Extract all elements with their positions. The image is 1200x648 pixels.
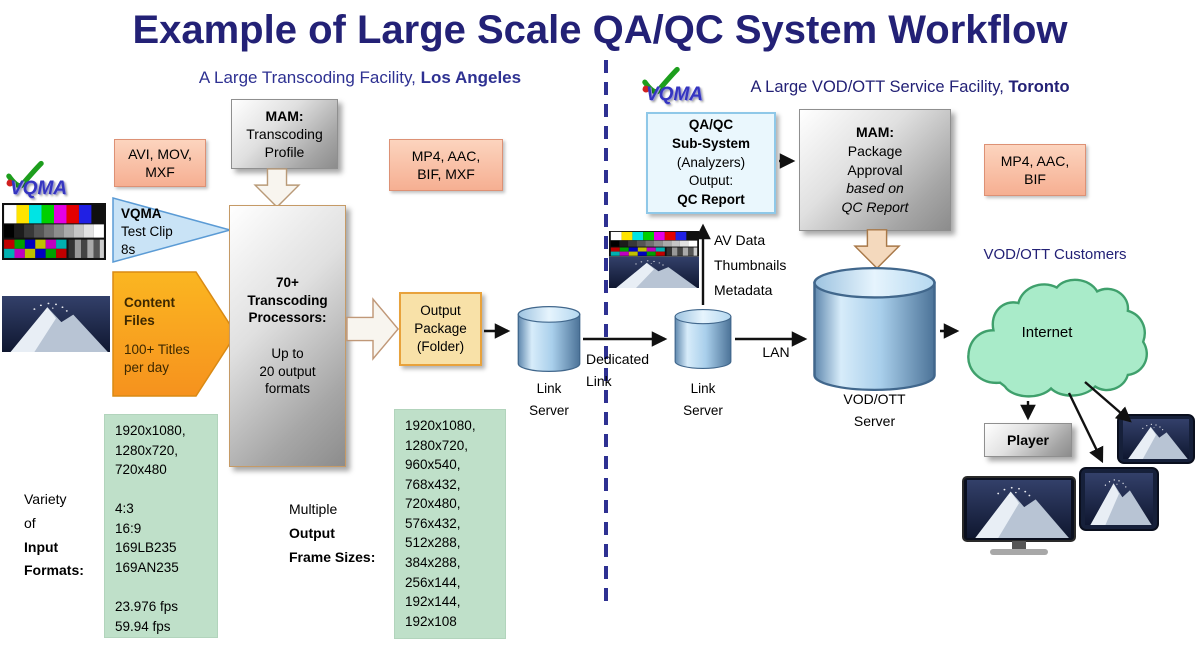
mam-toronto-line: Package — [847, 142, 903, 159]
mam-box-la: MAM: Transcoding Profile — [231, 99, 338, 169]
qaqc-subsystem-box: QA/QC Sub-System (Analyzers) Output: QC … — [646, 112, 776, 214]
caption-line: Frame Sizes: — [289, 548, 376, 565]
link-server-label-la: Link Server — [529, 381, 569, 418]
vqma-check-icon — [6, 160, 44, 189]
test-clip-line3: 8s — [121, 241, 136, 257]
transcoded-formats-box: MP4, AAC, BIF, MXF — [389, 139, 503, 191]
facility-divider — [604, 60, 608, 605]
tablet-device-2 — [1079, 467, 1159, 531]
output-sizes-box: 1920x1080, 1280x720, 960x540, 768x432, 7… — [394, 409, 506, 639]
mam-to-server-arrow — [853, 229, 901, 270]
link-server-cylinder-toronto — [674, 309, 732, 369]
mam-toronto-title: MAM: — [855, 123, 895, 140]
internet-cloud — [967, 278, 1148, 398]
content-files-title: Content Files — [124, 295, 175, 328]
qc-thumbnail-image — [609, 231, 699, 288]
content-files-body: 100+ Titles per day — [124, 342, 190, 375]
test-clip-line2: Test Clip — [121, 223, 173, 239]
caption-line: Formats: — [24, 562, 84, 579]
vqma-logo-text: VQMA — [646, 84, 703, 105]
vod-server-cylinder — [813, 267, 936, 391]
test-clip-name: VQMA — [121, 206, 162, 221]
dedicated-link-label: Dedicated Link — [586, 351, 650, 390]
caption-line: Multiple — [289, 501, 338, 517]
mam-box-toronto: MAM: Package Approval based on QC Report — [799, 109, 951, 231]
mam-toronto-line: based on — [846, 180, 904, 197]
player-box: Player — [984, 423, 1072, 457]
la-facility-subtitle: A Large Transcoding Facility, Los Angele… — [150, 68, 570, 88]
qaqc-line: QC Report — [677, 192, 745, 208]
caption-line: of — [24, 514, 36, 531]
qaqc-line: Output: — [688, 173, 734, 189]
vod-server-label: VOD/OTT Server — [843, 391, 906, 430]
page-title: Example of Large Scale QA/QC System Work… — [132, 8, 1068, 52]
delivery-formats-box: MP4, AAC, BIF — [984, 144, 1086, 196]
processors-heading: 70+ Transcoding Processors: — [247, 275, 328, 326]
toronto-facility-subtitle: A Large VOD/OTT Service Facility, Toront… — [720, 78, 1100, 97]
av-data-label: AV Data Thumbnails Metadata — [714, 232, 787, 299]
vod-customers-label: VOD/OTT Customers — [983, 246, 1127, 263]
caption-line: Output — [289, 524, 335, 541]
toronto-subtitle-text: A Large VOD/OTT Service Facility, — [750, 78, 1009, 96]
output-package-box: Output Package (Folder) — [399, 292, 482, 366]
mam-toronto-line: QC Report — [841, 199, 909, 216]
output-sizes-caption: Multiple Output Frame Sizes: — [289, 498, 393, 569]
link-server-label-toronto: Link Server — [683, 381, 723, 418]
vqma-check-icon — [642, 66, 680, 95]
input-formats-caption: Variety of Input Formats: — [24, 488, 104, 583]
vqma-test-clip-label: VQMA Test Clip 8s — [121, 205, 193, 258]
content-files-arrow — [112, 271, 237, 397]
processors-body: Up to 20 output formats — [259, 346, 316, 397]
mam-la-title: MAM: — [265, 107, 304, 124]
mam-toronto-line: Approval — [847, 161, 903, 178]
internet-label: Internet — [1021, 324, 1073, 341]
lan-label: LAN — [762, 344, 790, 360]
caption-line: Variety — [24, 491, 67, 507]
test-pattern-image — [2, 203, 106, 260]
processors-to-package-arrow — [346, 297, 400, 361]
mam-to-processors-arrow — [253, 168, 301, 208]
vqma-logo-la: VQMA — [6, 160, 80, 204]
qaqc-line: (Analyzers) — [676, 154, 746, 170]
mam-la-body: Transcoding Profile — [246, 125, 323, 161]
transcoding-processors-box: 70+ Transcoding Processors: Up to 20 out… — [229, 205, 346, 467]
content-photo — [2, 296, 110, 352]
tablet-device-1 — [1117, 414, 1195, 464]
input-sizes-box: 1920x1080, 1280x720, 720x480 4:3 16:9 16… — [104, 414, 218, 638]
vqma-logo-text: VQMA — [10, 178, 67, 199]
qaqc-line: QA/QC — [688, 116, 734, 132]
la-subtitle-text: A Large Transcoding Facility, — [198, 68, 421, 87]
la-city: Los Angeles — [420, 68, 522, 87]
toronto-city: Toronto — [1008, 78, 1070, 96]
caption-line: Input — [24, 538, 59, 555]
content-files-label: Content Files 100+ Titles per day — [124, 294, 218, 376]
vqma-test-clip-arrow — [112, 197, 232, 263]
link-server-cylinder-la — [517, 306, 581, 372]
vqma-logo-toronto: VQMA — [642, 66, 716, 110]
qaqc-line: Sub-System — [671, 135, 751, 151]
input-container-formats-box: AVI, MOV, MXF — [114, 139, 206, 187]
tv-device — [962, 476, 1076, 555]
